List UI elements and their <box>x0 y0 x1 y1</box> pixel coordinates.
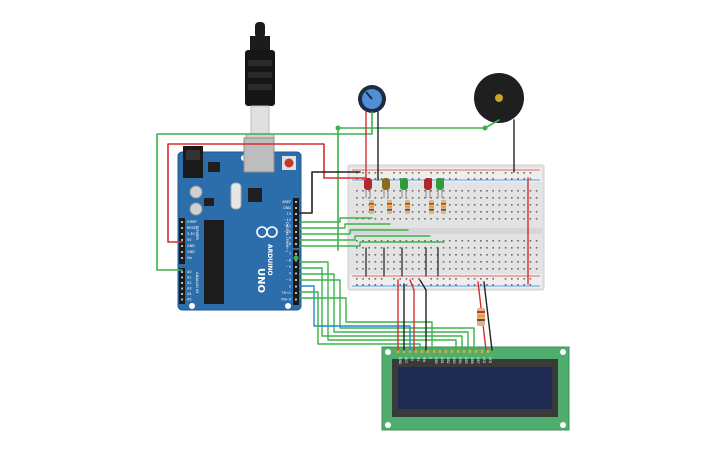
pin-label: AREF <box>282 200 291 204</box>
pin-label: ~6 <box>286 259 291 263</box>
resistor-1 <box>369 200 374 214</box>
analog-header-label: ANALOG IN <box>195 272 200 293</box>
pin-label: GND <box>187 244 195 248</box>
resistor-2 <box>387 200 392 214</box>
lcd-pin-label: DB0 <box>434 357 438 364</box>
wire-green-d11 <box>299 229 409 235</box>
led-1 <box>364 178 372 198</box>
wire-black-lcd-k <box>483 281 493 351</box>
lcd-backlight-resistor <box>477 308 485 326</box>
pin-label: 4 <box>289 272 291 276</box>
pin-label: 2 <box>289 285 291 289</box>
wire-green-lcd-3 <box>299 273 469 351</box>
wire-red-5v <box>167 143 367 243</box>
breadboard-holes <box>356 172 538 286</box>
resistor-4 <box>429 200 434 214</box>
pin-label: GND <box>187 250 195 254</box>
pin-label: ~10 <box>284 230 291 234</box>
wire-green-d10 <box>299 235 431 241</box>
wires <box>156 111 529 351</box>
lcd-pin-label: V0 <box>410 357 414 361</box>
power-pin-labels: IOREF RESET 3.3V 5V GND GND Vin <box>187 220 199 260</box>
pin-label: 3.3V <box>187 232 195 236</box>
pin-label: A3 <box>187 287 191 291</box>
digital-pin-labels-lower: 7 ~6 ~5 4 ~3 2TX→1RX←0 <box>281 252 291 302</box>
pin-label: A1 <box>187 276 191 280</box>
wire-green-d9 <box>299 241 445 247</box>
digital-pin-labels-upper: AREF GND 13 ~12 ~11 ~10 ~9 8 <box>282 200 291 246</box>
pin-label: ~12 <box>284 218 291 222</box>
wire-green-lcd-6 <box>299 297 433 351</box>
led-4 <box>424 178 432 198</box>
lcd-pin-label: DB1 <box>440 357 444 364</box>
pin-label: Vin <box>187 256 192 260</box>
arduino-brand-text: ARDUINO <box>266 244 273 275</box>
resistor-5 <box>441 200 446 214</box>
wire-green-lcd-4 <box>299 279 475 351</box>
led-array <box>364 178 446 214</box>
pin-label: RX←0 <box>281 298 291 302</box>
lcd-pin-label: LED <box>488 357 492 364</box>
lcd-pin-label: DB4 <box>458 357 462 364</box>
wire-blue-lcd <box>299 285 411 351</box>
wire-black-lcd-rw <box>419 279 427 351</box>
pin-label: ~3 <box>286 278 291 282</box>
power-header-label: POWER <box>195 226 200 240</box>
wire-green-d13 <box>299 217 373 223</box>
pin-label: 5V <box>187 238 192 242</box>
arduino-model-text: UNO <box>255 268 266 293</box>
pin-label: ~11 <box>284 224 291 228</box>
led-3 <box>400 178 408 198</box>
lcd-pin-label: VCC <box>404 357 408 364</box>
lcd-pin-label: RS <box>416 357 420 361</box>
wire-black-gnd <box>299 171 361 214</box>
lcd-pin-label: E <box>428 357 432 359</box>
wire-green-top-loop <box>156 111 373 271</box>
pin-label: 13 <box>287 212 291 216</box>
lcd-pin-label: DB7 <box>476 357 480 364</box>
resistor-3 <box>405 200 410 214</box>
wire-green-d12 <box>299 223 391 229</box>
pin-label: 7 <box>289 252 291 256</box>
pin-label: ~5 <box>286 265 291 269</box>
arduino-logo-icon <box>256 226 278 238</box>
lcd-pin-label: DB3 <box>452 357 456 364</box>
lcd-screen <box>398 367 552 409</box>
breadboard <box>347 164 545 291</box>
arduino-uno-board: ARDUINO UNO DIGITAL (PWM~) POWER ANALOG … <box>177 137 302 311</box>
lcd-pin-label: DB2 <box>446 357 450 364</box>
pin-label: IOREF <box>187 220 197 224</box>
pin-label: A4 <box>187 292 191 296</box>
pin-label: TX→1 <box>281 291 291 295</box>
piezo-buzzer-icon[interactable] <box>474 73 524 123</box>
lcd-pin-label: GND <box>398 357 402 365</box>
pin-label: RESET <box>187 226 199 230</box>
pin-label: ~9 <box>286 236 291 240</box>
pin-label: 8 <box>289 242 291 246</box>
led-2 <box>382 178 390 198</box>
wire-green-lcd-2 <box>299 267 463 351</box>
lcd-pin-label: DB6 <box>470 357 474 364</box>
lcd-pin-label: RW <box>422 357 426 363</box>
lcd-pin-label: LED <box>482 357 486 364</box>
wire-red-lcd-led <box>409 279 415 351</box>
lcd-pin-label: DB5 <box>464 357 468 364</box>
digital-header-label: DIGITAL (PWM~) <box>285 222 289 252</box>
wire-green-buzzer <box>337 119 500 129</box>
header-pins <box>181 201 297 301</box>
wire-green-lcd-1 <box>299 261 457 351</box>
potentiometer-icon[interactable] <box>358 85 386 113</box>
pin-label: A2 <box>187 281 191 285</box>
pin-label: GND <box>283 206 291 210</box>
pin-label: A0 <box>187 270 191 274</box>
wire-green-lcd-5 <box>299 291 421 351</box>
led-5 <box>436 178 444 198</box>
pin-label: A5 <box>187 298 191 302</box>
